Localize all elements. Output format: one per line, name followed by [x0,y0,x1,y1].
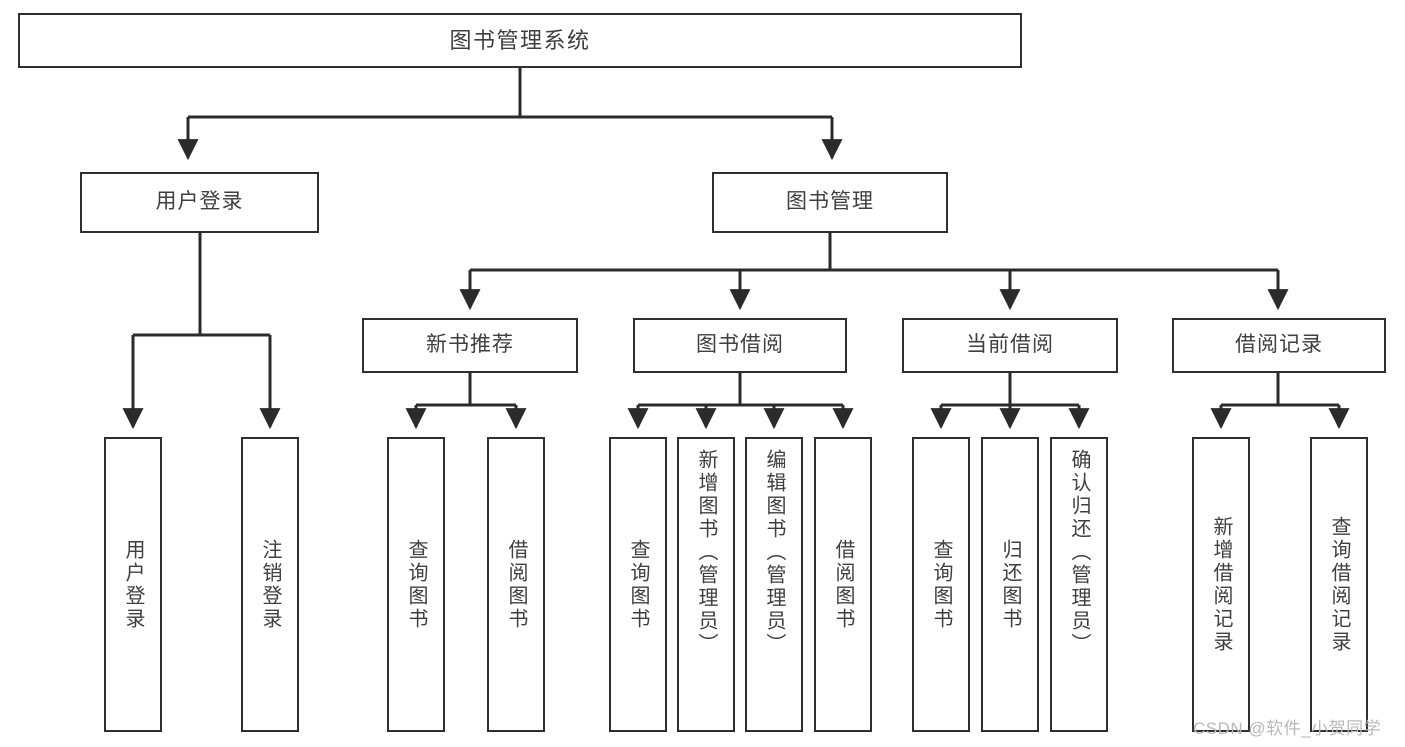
leaf-recommend-query-book[interactable]: 查询图书 [387,437,445,732]
leaf-borrow-borrow-book[interactable]: 借阅图书 [814,437,872,732]
node-new-book-recommend[interactable]: 新书推荐 [362,318,578,373]
node-label: 借阅记录 [1235,333,1323,357]
node-label: 借阅图书 [832,538,854,631]
leaf-record-query-borrow-record[interactable]: 查询借阅记录 [1310,437,1368,732]
node-label: 查询图书 [627,538,649,631]
node-root-system[interactable]: 图书管理系统 [18,13,1022,68]
node-label: 当前借阅 [966,333,1054,357]
leaf-borrow-edit-book-admin[interactable]: 编辑图书（管理员） [745,437,803,732]
leaf-recommend-borrow-book[interactable]: 借阅图书 [487,437,545,732]
leaf-current-return-book[interactable]: 归还图书 [981,437,1039,732]
node-label: 图书借阅 [696,333,784,357]
leaf-user-login[interactable]: 用户登录 [104,437,162,732]
leaf-record-add-borrow-record[interactable]: 新增借阅记录 [1192,437,1250,732]
node-label: 用户登录 [122,538,144,631]
node-label: 新增借阅记录 [1210,515,1232,654]
node-label: 图书管理系统 [449,27,591,53]
node-current-borrow[interactable]: 当前借阅 [902,318,1118,373]
leaf-current-confirm-return-admin[interactable]: 确认归还（管理员） [1050,437,1108,732]
node-label: 用户登录 [155,190,244,214]
leaf-borrow-add-book-admin[interactable]: 新增图书（管理员） [677,437,735,732]
node-book-management[interactable]: 图书管理 [712,172,948,233]
node-label: 图书管理 [786,190,874,214]
csdn-watermark: CSDN @软件_小贺同学 [1193,719,1382,738]
node-label: 确认归还（管理员） [1068,449,1090,656]
node-label: 注销登录 [259,538,281,631]
node-label: 查询图书 [930,538,952,631]
node-label: 编辑图书（管理员） [763,449,785,656]
node-user-login[interactable]: 用户登录 [80,172,319,233]
node-book-borrow[interactable]: 图书借阅 [633,318,847,373]
node-label: 借阅图书 [505,538,527,631]
node-label: 查询借阅记录 [1328,515,1350,654]
node-borrow-record[interactable]: 借阅记录 [1172,318,1386,373]
node-label: 归还图书 [999,538,1021,631]
leaf-current-query-book[interactable]: 查询图书 [912,437,970,732]
node-label: 新书推荐 [426,333,514,357]
leaf-user-logout[interactable]: 注销登录 [241,437,299,732]
node-label: 新增图书（管理员） [695,449,717,656]
node-label: 查询图书 [405,538,427,631]
leaf-borrow-query-book[interactable]: 查询图书 [609,437,667,732]
